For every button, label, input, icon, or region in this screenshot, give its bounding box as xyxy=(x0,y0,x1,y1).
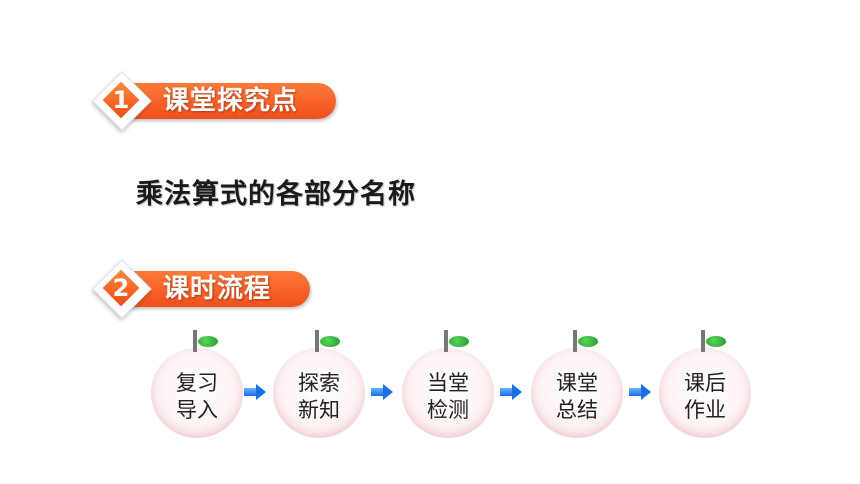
right-arrow-icon xyxy=(371,384,393,400)
flow-step-label: 探索新知 xyxy=(298,371,340,422)
section-banner xyxy=(120,83,336,119)
stem-icon xyxy=(193,330,197,352)
flow-step-explore: 探索新知 xyxy=(273,330,365,440)
flow-step-homework: 课后作业 xyxy=(659,330,751,440)
section-title: 课时流程 xyxy=(163,274,272,304)
flow-step-review: 复习导入 xyxy=(151,330,243,440)
topic-text: 乘法算式的各部分名称 xyxy=(136,179,416,210)
leaf-icon xyxy=(449,336,469,347)
stem-icon xyxy=(315,330,319,352)
section-number: 2 xyxy=(112,274,130,302)
section-number: 1 xyxy=(112,86,130,114)
apple-icon xyxy=(273,348,365,438)
stem-icon xyxy=(701,330,705,352)
flow-step-label: 复习导入 xyxy=(176,371,218,422)
leaf-icon xyxy=(198,336,218,347)
flow-step-label: 当堂检测 xyxy=(427,371,469,422)
apple-icon xyxy=(151,348,243,438)
right-arrow-icon xyxy=(500,384,522,400)
right-arrow-icon xyxy=(244,384,266,400)
stem-icon xyxy=(444,330,448,352)
apple-icon xyxy=(402,348,494,438)
apple-icon xyxy=(531,348,623,438)
section-title: 课堂探究点 xyxy=(163,86,299,116)
flow-step-test: 当堂检测 xyxy=(402,330,494,440)
leaf-icon xyxy=(706,336,726,347)
leaf-icon xyxy=(578,336,598,347)
apple-icon xyxy=(659,348,751,438)
stem-icon xyxy=(573,330,577,352)
flow-step-label: 课后作业 xyxy=(684,371,726,422)
flow-step-summary: 课堂总结 xyxy=(531,330,623,440)
leaf-icon xyxy=(320,336,340,347)
flow-step-label: 课堂总结 xyxy=(556,371,598,422)
right-arrow-icon xyxy=(629,384,651,400)
